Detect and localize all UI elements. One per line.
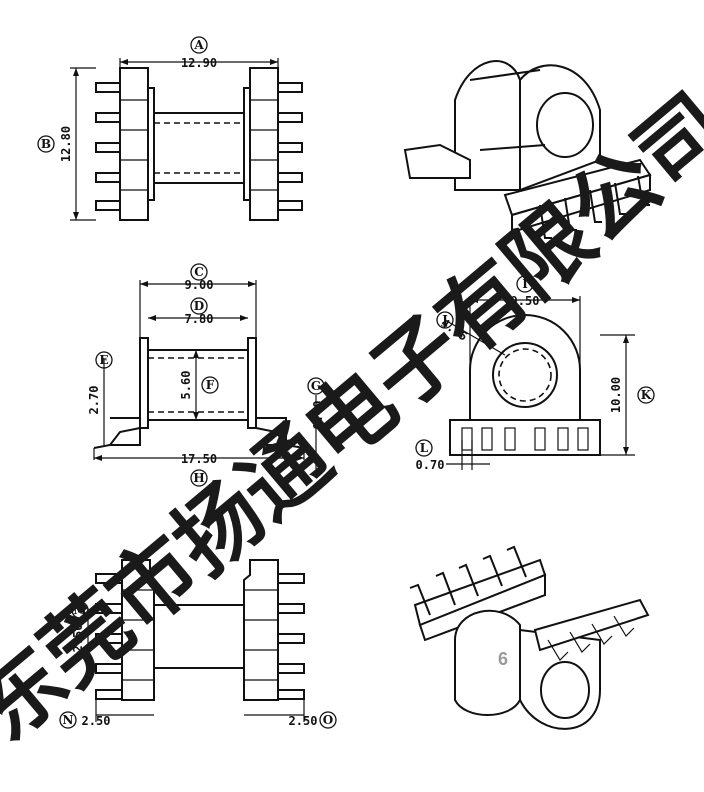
isometric-view-bottom	[409, 545, 650, 730]
dim-b-letter: B	[41, 137, 51, 151]
dim-f-letter: F	[206, 378, 215, 392]
dim-l-letter: L	[420, 441, 429, 455]
dim-i-letter: I	[522, 277, 528, 291]
dim-k-letter: K	[641, 388, 652, 402]
dim-b-value: 12.80	[59, 126, 73, 162]
dim-m-value: 2.50	[71, 624, 85, 653]
dim-f-value: 5.60	[179, 371, 193, 400]
dim-h-value: 17.50	[181, 452, 217, 466]
dim-g-value: 0.40	[311, 401, 325, 430]
dim-a-value: 12.90	[181, 56, 217, 70]
front-view	[415, 275, 655, 470]
dim-c-letter: C	[194, 265, 204, 279]
dim-n-letter: N	[63, 713, 74, 727]
side-view	[93, 263, 325, 487]
dim-o-letter: O	[323, 713, 333, 727]
dim-d-value: 7.80	[185, 312, 214, 326]
bottom-view	[59, 559, 337, 729]
dim-a-letter: A	[193, 38, 204, 52]
dim-d-letter: D	[194, 299, 204, 313]
dim-i-value: 9.50	[511, 294, 540, 308]
dim-o-value: 2.50	[289, 714, 318, 728]
isometric-view-top	[403, 60, 652, 239]
dim-m-letter: M	[73, 603, 86, 617]
dim-e-value: 2.70	[87, 386, 101, 415]
dim-e-letter: E	[99, 353, 108, 367]
dim-n-value: 2.50	[82, 714, 111, 728]
dim-h-letter: H	[193, 471, 204, 485]
dim-g-letter: G	[311, 379, 321, 393]
dim-k-value: 10.00	[609, 377, 623, 413]
top-view	[37, 36, 303, 221]
dim-j-letter: J	[441, 313, 448, 327]
dim-c-value: 9.00	[185, 278, 214, 292]
dim-l-value: 0.70	[416, 458, 445, 472]
page-number: 6	[498, 649, 508, 669]
